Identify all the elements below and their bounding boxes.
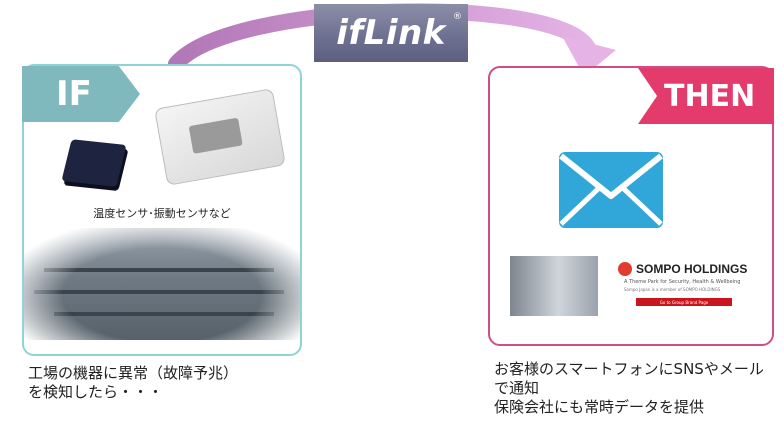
then-caption-line: で通知 — [494, 379, 540, 397]
sompo-tagline: A Theme Park for Security, Health & Well… — [624, 279, 741, 285]
factory-image — [24, 228, 300, 340]
if-caption-line: を検知したら・・・ — [28, 383, 164, 401]
sensor-caption: 温度センサ･振動センサなど — [93, 207, 231, 220]
sompo-name: SOMPO HOLDINGS — [636, 262, 748, 276]
sompo-logo-icon — [618, 262, 632, 276]
building-image — [510, 256, 598, 316]
mail-envelope-icon — [559, 153, 663, 226]
if-tag: IF — [22, 66, 140, 122]
if-caption-line: 工場の機器に異常（故障予兆） — [28, 364, 239, 382]
iflink-logo: ifLink ® — [314, 4, 468, 62]
factory-line — [44, 268, 274, 272]
then-tag: THEN — [638, 68, 774, 124]
registered-mark: ® — [453, 12, 462, 22]
then-caption: お客様のスマートフォンにSNSやメール で通知 保険会社にも常時データを提供 — [494, 360, 782, 417]
sompo-banner: SOMPO HOLDINGS A Theme Park for Security… — [510, 256, 770, 316]
if-caption: 工場の機器に異常（故障予兆） を検知したら・・・ — [28, 364, 318, 402]
then-caption-line: お客様のスマートフォンにSNSやメール — [494, 360, 764, 378]
then-caption-line: 保険会社にも常時データを提供 — [494, 398, 705, 416]
sompo-note: Sompo Japan is a member of SOMPO HOLDING… — [624, 287, 721, 292]
sompo-logo: SOMPO HOLDINGS — [618, 262, 747, 276]
sensor-chip-image — [61, 139, 127, 187]
sensor-pcb — [188, 117, 243, 154]
sompo-brand-button[interactable]: Go to Group Brand Page — [636, 298, 732, 306]
mail-icon — [559, 152, 663, 228]
iflink-logo-text: ifLink — [336, 13, 446, 53]
factory-line — [54, 312, 274, 316]
factory-line — [34, 290, 284, 294]
